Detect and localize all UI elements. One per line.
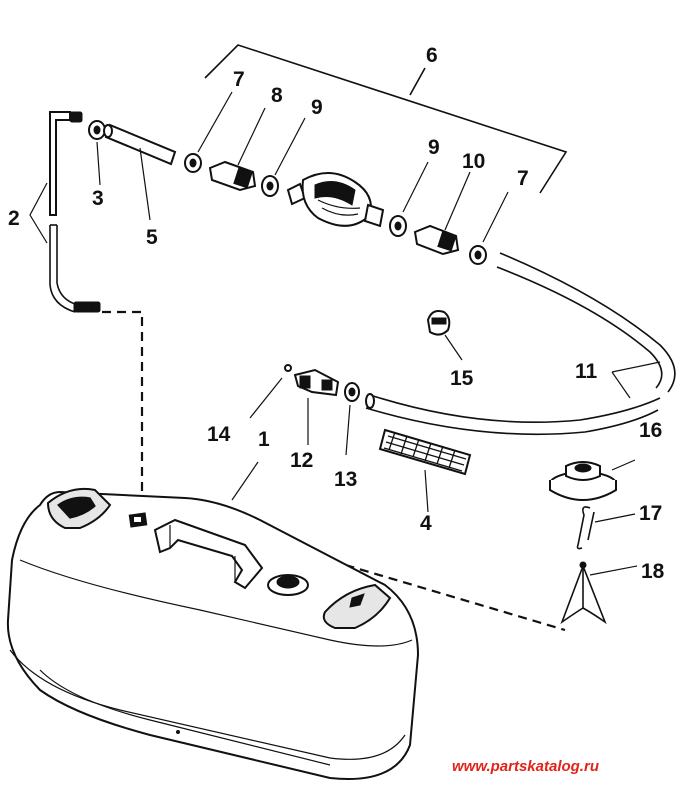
- part-15: [426, 310, 451, 336]
- fuel-hose-icon: [365, 252, 676, 436]
- callout-16: 16: [639, 419, 662, 442]
- callout-17: 17: [639, 502, 662, 525]
- clamp-7-right: [469, 245, 487, 265]
- chain-hook-17: [576, 506, 595, 550]
- callout-9-left: 9: [311, 96, 323, 119]
- vent-clip-18: [560, 561, 607, 625]
- clamp-9-right: [389, 215, 407, 237]
- callout-3: 3: [92, 187, 104, 210]
- callout-2: 2: [8, 207, 20, 230]
- connector-12: [293, 368, 340, 397]
- clamp-13: [344, 382, 360, 402]
- callout-7-right: 7: [517, 167, 529, 190]
- callout-13: 13: [334, 468, 357, 491]
- filter-sleeve: [378, 428, 472, 476]
- fitting-8: [208, 160, 257, 192]
- clamp-3: [88, 120, 106, 140]
- short-hose: [103, 123, 177, 166]
- fitting-10: [413, 224, 460, 256]
- callout-4: 4: [420, 512, 432, 535]
- callout-15: 15: [450, 367, 474, 390]
- callout-14: 14: [207, 423, 231, 446]
- callout-7-left: 7: [233, 68, 245, 91]
- callout-18: 18: [641, 560, 665, 583]
- clamp-9-left: [261, 175, 279, 197]
- callout-8: 8: [271, 84, 283, 107]
- assembly-line-left: [102, 310, 144, 512]
- callout-12: 12: [290, 449, 313, 472]
- callout-6: 6: [426, 44, 438, 67]
- callout-9-right: 9: [428, 136, 440, 159]
- o-ring-14: [284, 364, 292, 372]
- primer-bulb-icon: [286, 172, 385, 228]
- watermark-text: www.partskatalog.ru: [452, 758, 599, 775]
- filler-cap-icon: [549, 461, 617, 501]
- callout-1: 1: [258, 428, 270, 451]
- callout-11: 11: [575, 360, 598, 383]
- fuel-tank-icon: [6, 487, 420, 780]
- bracket-6: [204, 44, 568, 194]
- callout-10: 10: [462, 150, 485, 173]
- callout-5: 5: [146, 226, 158, 249]
- pickup-tube: [49, 111, 101, 313]
- callout-labels: 1 2 3 4 5 6 7 8 9 9 10 7 11 12 13 14 15 …: [8, 44, 665, 583]
- clamp-7-left: [184, 153, 202, 173]
